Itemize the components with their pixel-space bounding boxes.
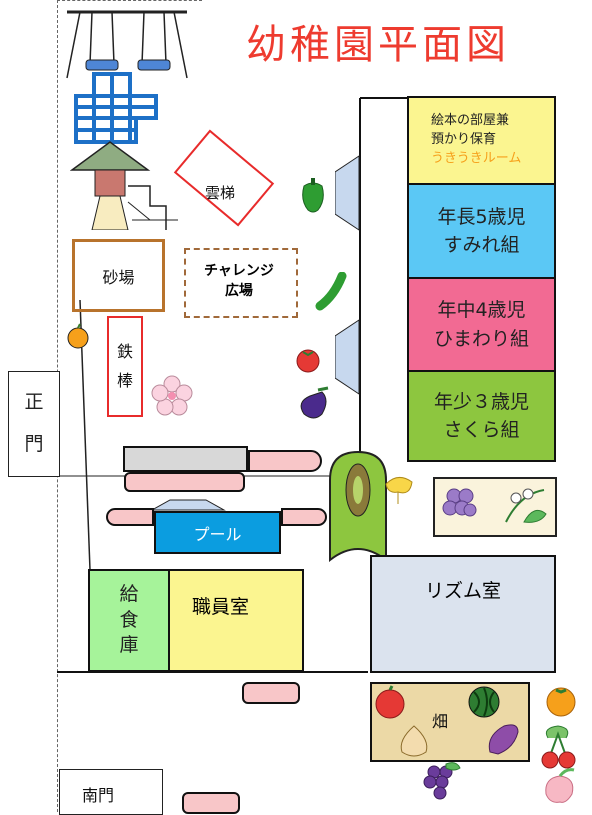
grapes-icon — [423, 762, 461, 800]
main-gate-char-1: 正 — [24, 391, 44, 414]
rhythm-label: リズム室 — [424, 580, 501, 602]
room-nencho: 年長5歳児 すみれ組 — [407, 183, 556, 279]
main-gate: 正 門 — [8, 371, 60, 477]
cucumber-icon — [315, 272, 347, 311]
room-nenchu: 年中4歳児 ひまわり組 — [407, 277, 556, 372]
north-fence — [57, 0, 202, 1]
room-staff: 職員室 — [168, 569, 304, 672]
jungle-gym-icon — [74, 72, 158, 144]
onion-icon — [400, 725, 428, 757]
tomato-icon — [296, 349, 320, 373]
pool: プール — [154, 511, 281, 554]
nenchu-line1: 年中4歳児 — [437, 299, 526, 321]
challenge-label-line2: 広場 — [224, 282, 253, 299]
slide-icon — [70, 141, 178, 230]
challenge-label-line1: チャレンジ — [204, 263, 274, 279]
nensho-line1: 年少３歳児 — [433, 390, 529, 413]
pink-cushion-2 — [106, 508, 154, 526]
map-title: 幼稚園平面図 — [246, 22, 510, 68]
nenchu-line2: ひまわり組 — [433, 327, 529, 350]
orange-icon — [67, 323, 89, 349]
green-pepper-icon — [302, 178, 324, 213]
watermelon-icon — [468, 686, 500, 718]
field-label: 畑 — [432, 712, 449, 731]
cherries-icon — [541, 725, 576, 769]
room-kitchen: 給 食 庫 — [88, 569, 170, 672]
picture-book-line3: うきうきルーム — [431, 150, 522, 166]
sweet-potato-icon — [488, 724, 519, 755]
nencho-line2: すみれ組 — [443, 234, 520, 256]
iron-bar: 鉄 棒 — [107, 316, 143, 417]
challenge-label: チャレンジ 広場 — [204, 262, 274, 301]
apple-icon — [375, 685, 405, 719]
ginkgo-leaf-icon — [385, 477, 413, 504]
pool-label: プール — [193, 524, 242, 544]
iron-bar-char-2: 棒 — [116, 370, 133, 390]
picture-book-line1: 絵本の部屋兼 — [431, 113, 510, 129]
room-rhythm: リズム室 — [370, 555, 556, 673]
picture-book-line2: 預かり保育 — [431, 132, 497, 148]
staff-label: 職員室 — [192, 596, 250, 618]
main-gate-char-2: 門 — [24, 433, 44, 455]
south-gate-label: 南門 — [82, 786, 115, 805]
hydrangea-icon — [442, 488, 477, 517]
lily-of-the-valley-icon — [505, 488, 547, 523]
eggplant-icon — [300, 386, 329, 419]
ladder-label: 雲梯 — [205, 184, 236, 202]
sandbox-label: 砂場 — [102, 267, 135, 287]
pink-bench-2 — [242, 682, 300, 704]
room-picture-book: 絵本の部屋兼 預かり保育 うきうきルーム — [407, 96, 556, 185]
iron-bar-char-1: 鉄 — [116, 341, 133, 361]
room-nensho: 年少３歳児 さくら組 — [407, 370, 556, 462]
kiwi-arch-icon — [329, 450, 387, 562]
entrance-west-2 — [335, 319, 360, 395]
pool-roof — [150, 499, 226, 511]
pink-cushion-3 — [281, 508, 327, 526]
kitchen-char-2: 食 — [119, 608, 139, 631]
sandbox: 砂場 — [72, 239, 165, 312]
south-gate: 南門 — [59, 769, 163, 815]
pool-deck-top — [123, 446, 248, 472]
peach-icon — [545, 768, 575, 803]
pink-bench-3 — [182, 792, 240, 814]
swing-icon — [66, 10, 188, 79]
kitchen-char-1: 給 — [119, 583, 139, 606]
nensho-line2: さくら組 — [443, 419, 520, 441]
kitchen-char-3: 庫 — [119, 634, 139, 657]
sakura-icon — [151, 375, 193, 416]
nencho-line1: 年長5歳児 — [437, 205, 526, 228]
pink-cushion-1 — [248, 450, 322, 472]
challenge-field — [184, 248, 298, 318]
mandarin-icon — [546, 687, 576, 717]
entrance-west-1 — [335, 155, 360, 231]
pink-bench-1 — [124, 472, 245, 492]
